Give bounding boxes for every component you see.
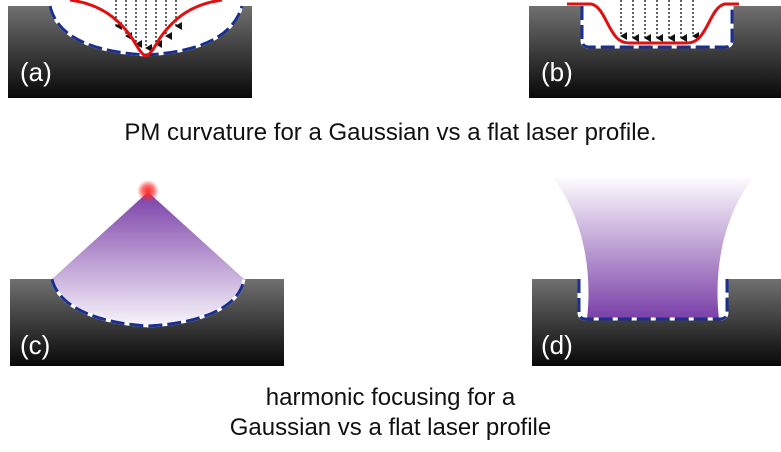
panel-label-b: (b): [541, 57, 573, 87]
flat-laser-profile: [567, 2, 739, 45]
target-block-a: [8, 6, 252, 98]
harmonic-beam-c: [52, 192, 244, 326]
panel-a: [8, 0, 252, 98]
harmonic-beam-d: [553, 178, 753, 319]
panel-label-a: (a): [20, 57, 52, 87]
plasma-mirror-surface-b: [580, 6, 734, 49]
target-block-b: [529, 6, 781, 98]
panel-c: [10, 180, 284, 366]
plasma-mirror-surface-d: [577, 279, 729, 321]
panel-d: [532, 178, 781, 366]
panel-b: [529, 0, 781, 98]
plasma-mirror-dashed-c: [50, 278, 246, 328]
caption-pm-curvature: PM curvature for a Gaussian vs a flat la…: [124, 119, 657, 146]
panel-label-d: (d): [541, 330, 573, 360]
laser-arrows-a: [115, 0, 182, 52]
target-block-d: [532, 279, 781, 366]
gaussian-laser-profile: [69, 0, 223, 58]
panel-label-c: (c): [20, 330, 51, 360]
laser-arrows-b: [620, 0, 699, 42]
target-block-c: [10, 279, 284, 366]
caption-harmonic-focusing: harmonic focusing for a Gaussian vs a fl…: [229, 384, 552, 441]
harmonic-focus-glow: [137, 180, 159, 202]
